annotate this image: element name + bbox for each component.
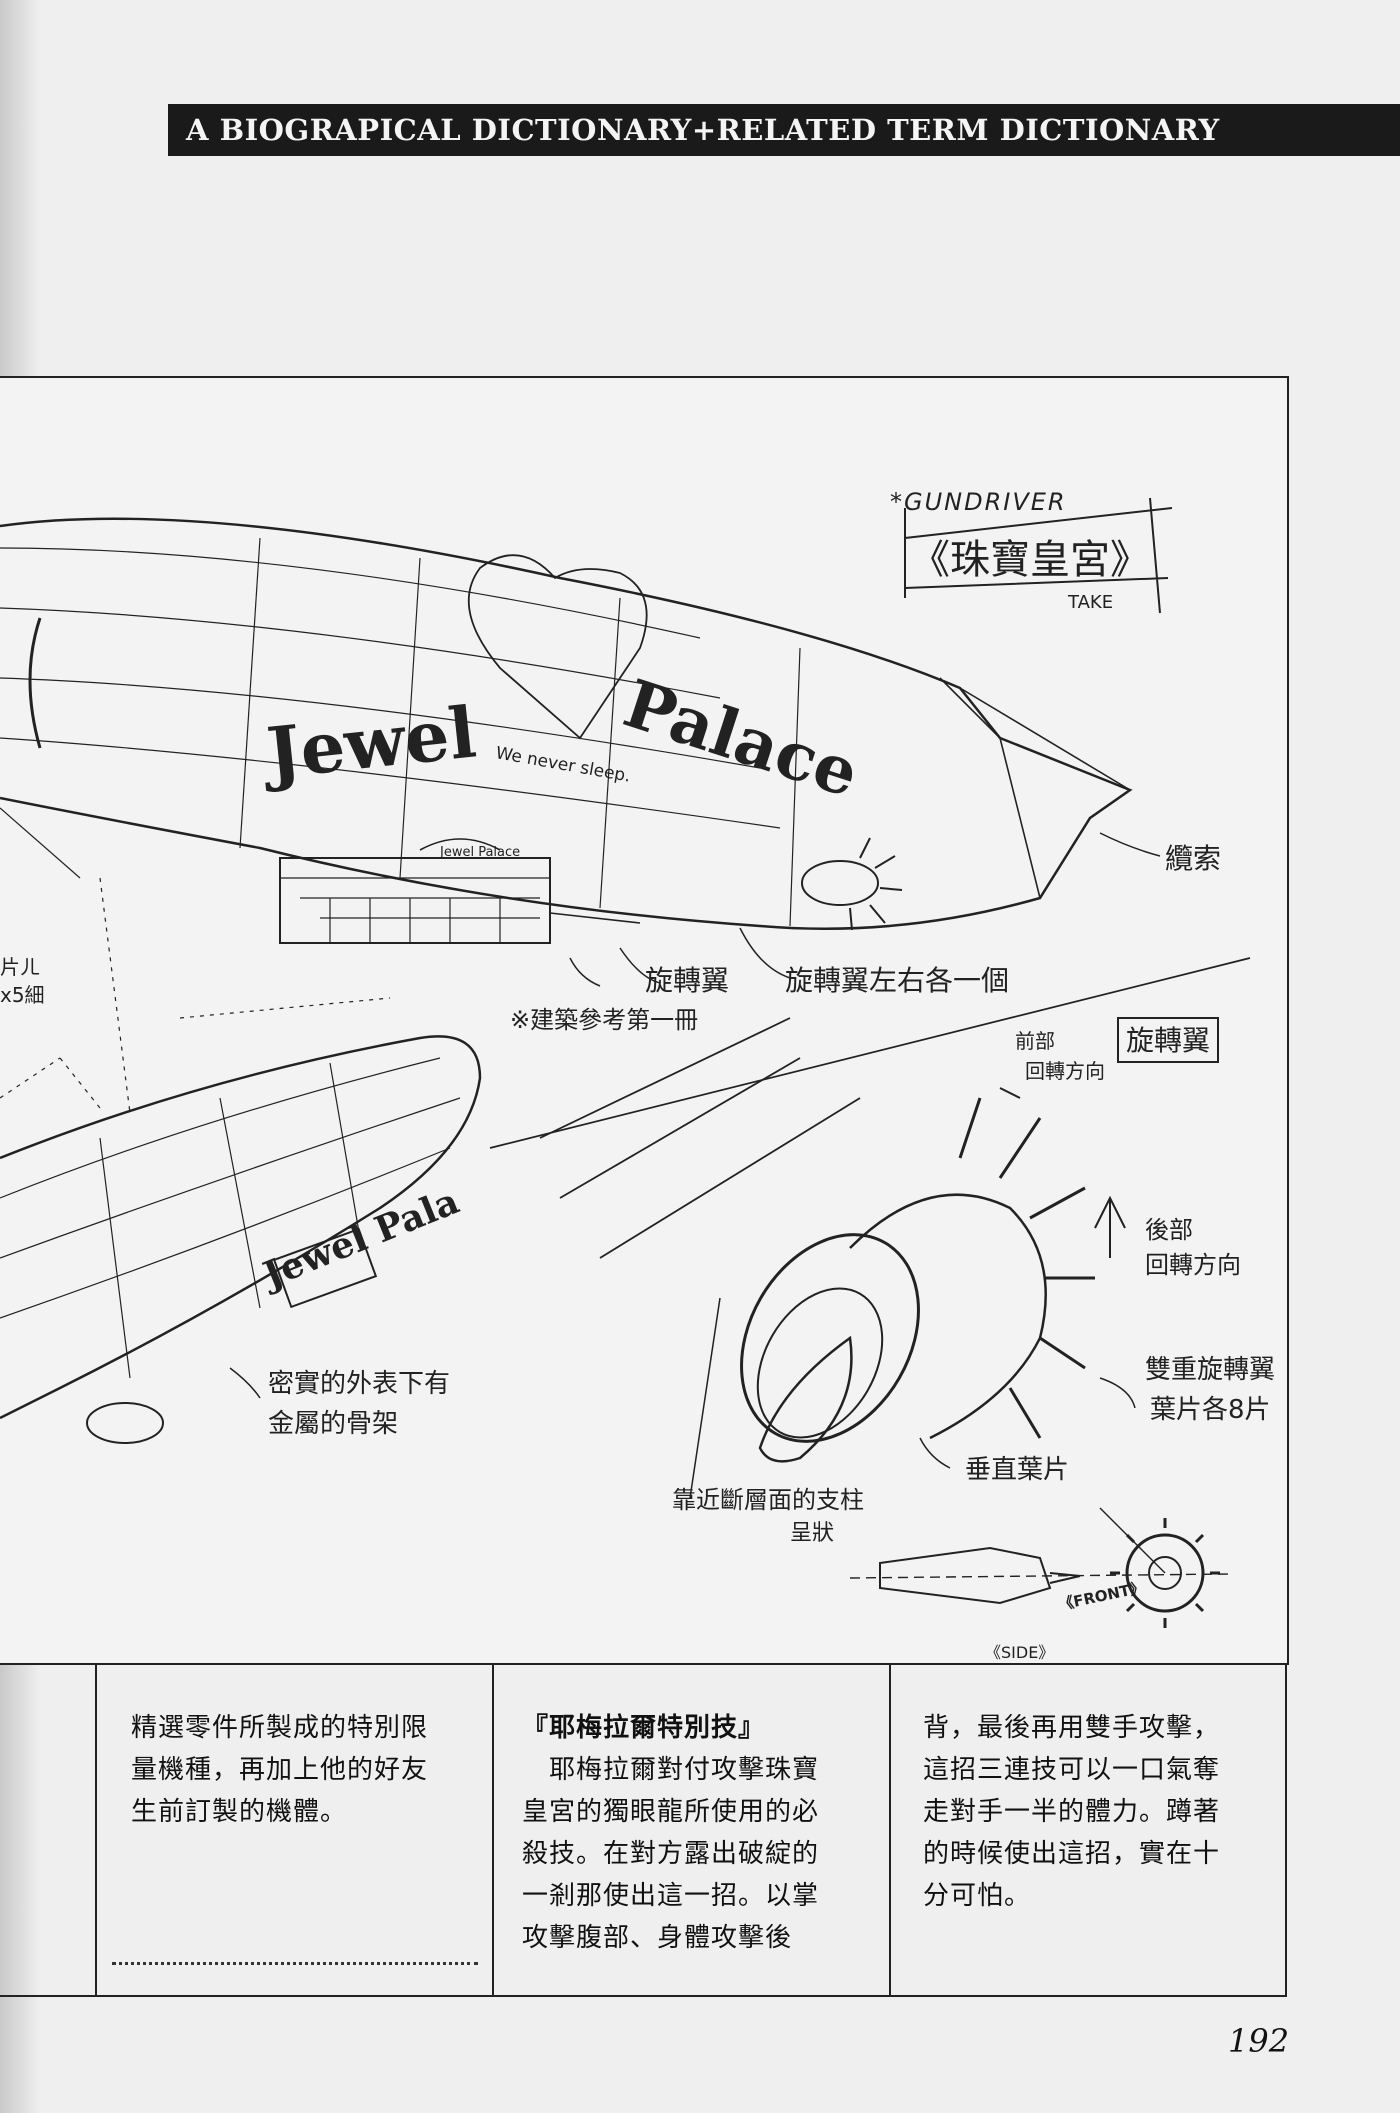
text-column-3: 背，最後再用雙手攻擊， 這招三連技可以一口氣奪 走對手一半的體力。蹲著 的時候使… [889,1663,1285,1995]
column-2-title: 『耶梅拉爾特別技』 [522,1713,766,1743]
illustration-artist: TAKE [1067,592,1113,613]
note-solid-frame-2: 金屬的骨架 [268,1409,398,1439]
note-left-1: 片ㄦ [0,955,40,979]
text-column-1: 精選零件所製成的特別限 量機種，再加上他的好友 生前訂製的機體。 [95,1663,492,1995]
note-building-ref: ※建築參考第一冊 [510,1006,698,1034]
column-1-text: 精選零件所製成的特別限 量機種，再加上他的好友 生前訂製的機體。 [131,1713,429,1827]
ship-name-palace: Palace [615,664,868,813]
note-prop-box: 旋轉翼 [1126,1024,1210,1057]
page-number: 192 [1228,2022,1290,2060]
text-column-2: 『耶梅拉爾特別技』 耶梅拉爾對付攻擊珠寶 皇宮的獨眼龍所使用的必 殺技。在對方露… [492,1663,889,1995]
note-front-label: 《FRONT》 [1057,1578,1146,1614]
note-side-label: 《SIDE》 [985,1643,1054,1662]
note-strut-2: 呈狀 [790,1521,834,1546]
note-left-2: x5細 [0,983,45,1007]
note-front-rot-1: 前部 [1015,1029,1055,1053]
illustration-title-tag: *GUNDRIVER [890,488,1067,516]
note-vertical-blade: 垂直葉片 [965,1455,1069,1485]
column-2-text: 耶梅拉爾對付攻擊珠寶 皇宮的獨眼龍所使用的必 殺技。在對方露出破綻的 一剎那使出… [522,1755,820,1953]
note-propeller-each-side: 旋轉翼左右各一個 [785,964,1009,997]
note-rear-rot-2: 回轉方向 [1145,1251,1241,1279]
note-front-rot-2: 回轉方向 [1025,1059,1105,1083]
gondola-sign: Jewel Palace [439,845,520,860]
illustration-title: 《珠寶皇宮》 [910,537,1150,583]
second-ship-name: Jewel Pala [255,1180,465,1297]
header-bar: A BIOGRAPICAL DICTIONARY+RELATED TERM DI… [168,104,1400,156]
note-dual-prop-1: 雙重旋轉翼 [1145,1355,1275,1385]
airship-sketch: *GUNDRIVER 《珠寶皇宮》 TAKE Jewel Palace We n… [0,488,1275,1662]
airship-illustration: *GUNDRIVER 《珠寶皇宮》 TAKE Jewel Palace We n… [0,376,1289,1665]
ship-slogan: We never sleep. [494,743,632,786]
note-rear-rot-1: 後部 [1145,1216,1193,1244]
ship-name-jewel: Jewel [257,691,480,796]
text-columns: 精選零件所製成的特別限 量機種，再加上他的好友 生前訂製的機體。 『耶梅拉爾特別… [0,1663,1287,1997]
header-title: A BIOGRAPICAL DICTIONARY+RELATED TERM DI… [186,113,1220,147]
note-rope: 纜索 [1165,842,1221,875]
note-dual-prop-2: 葉片各8片 [1150,1395,1271,1425]
note-propeller: 旋轉翼 [645,964,729,997]
dotted-separator [112,1962,478,1965]
note-solid-frame-1: 密實的外表下有 [268,1369,450,1399]
column-3-text: 背，最後再用雙手攻擊， 這招三連技可以一口氣奪 走對手一半的體力。蹲著 的時候使… [923,1713,1221,1911]
note-strut-1: 靠近斷層面的支柱 [672,1486,864,1514]
